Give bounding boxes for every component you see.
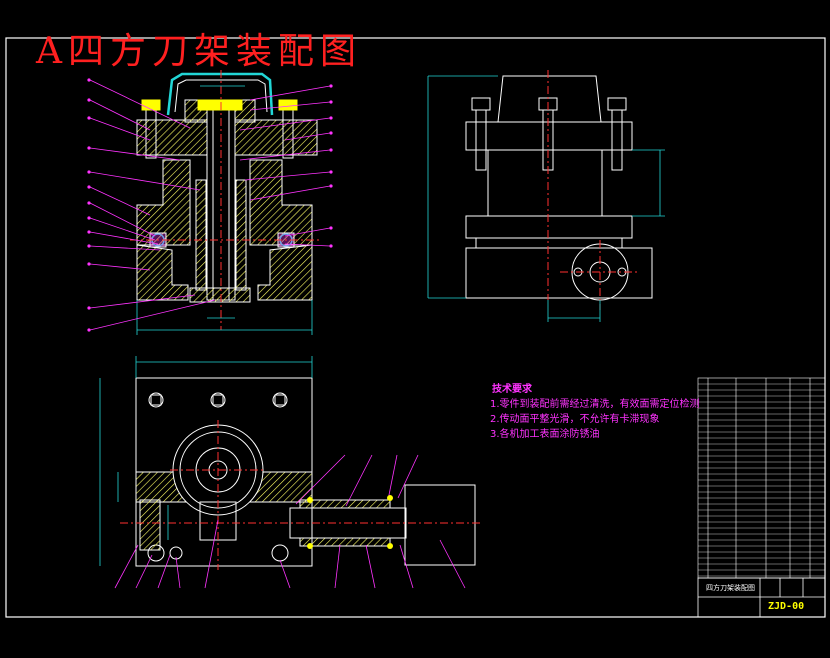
title-block [697,577,826,618]
tech-requirement-item: 1.零件到装配前需经过清洗，有效面需定位检测 [490,399,700,410]
side-view [465,70,653,310]
title-block-drawing-name: 四方刀架装配图 [706,584,755,592]
plan-view [120,377,480,570]
drawing-title: A四方刀架装配图 [36,31,362,72]
parts-list-rows [698,383,825,577]
tech-requirement-item: 3.各机加工表面涂防锈油 [490,429,600,440]
tech-requirement-item: 2.传动面平整光滑，不允许有卡滞现象 [490,414,660,425]
tech-requirements-heading: 技术要求 [492,384,532,395]
side-view-dimensions [427,75,665,322]
front-section-view [130,70,320,330]
title-block-drawing-number: ZJD-00 [768,601,805,612]
plan-view-leaders [114,454,466,589]
plan-view-highlights [307,495,393,549]
technical-requirements: 技术要求 1.零件到装配前需经过清洗，有效面需定位检测 2.传动面平整光滑，不允… [490,382,700,442]
sheet-border [5,37,826,618]
plan-view-dimensions [99,356,313,566]
section-dimensions [136,85,313,335]
section-leader-dots [87,78,333,332]
section-leaders [89,79,331,331]
